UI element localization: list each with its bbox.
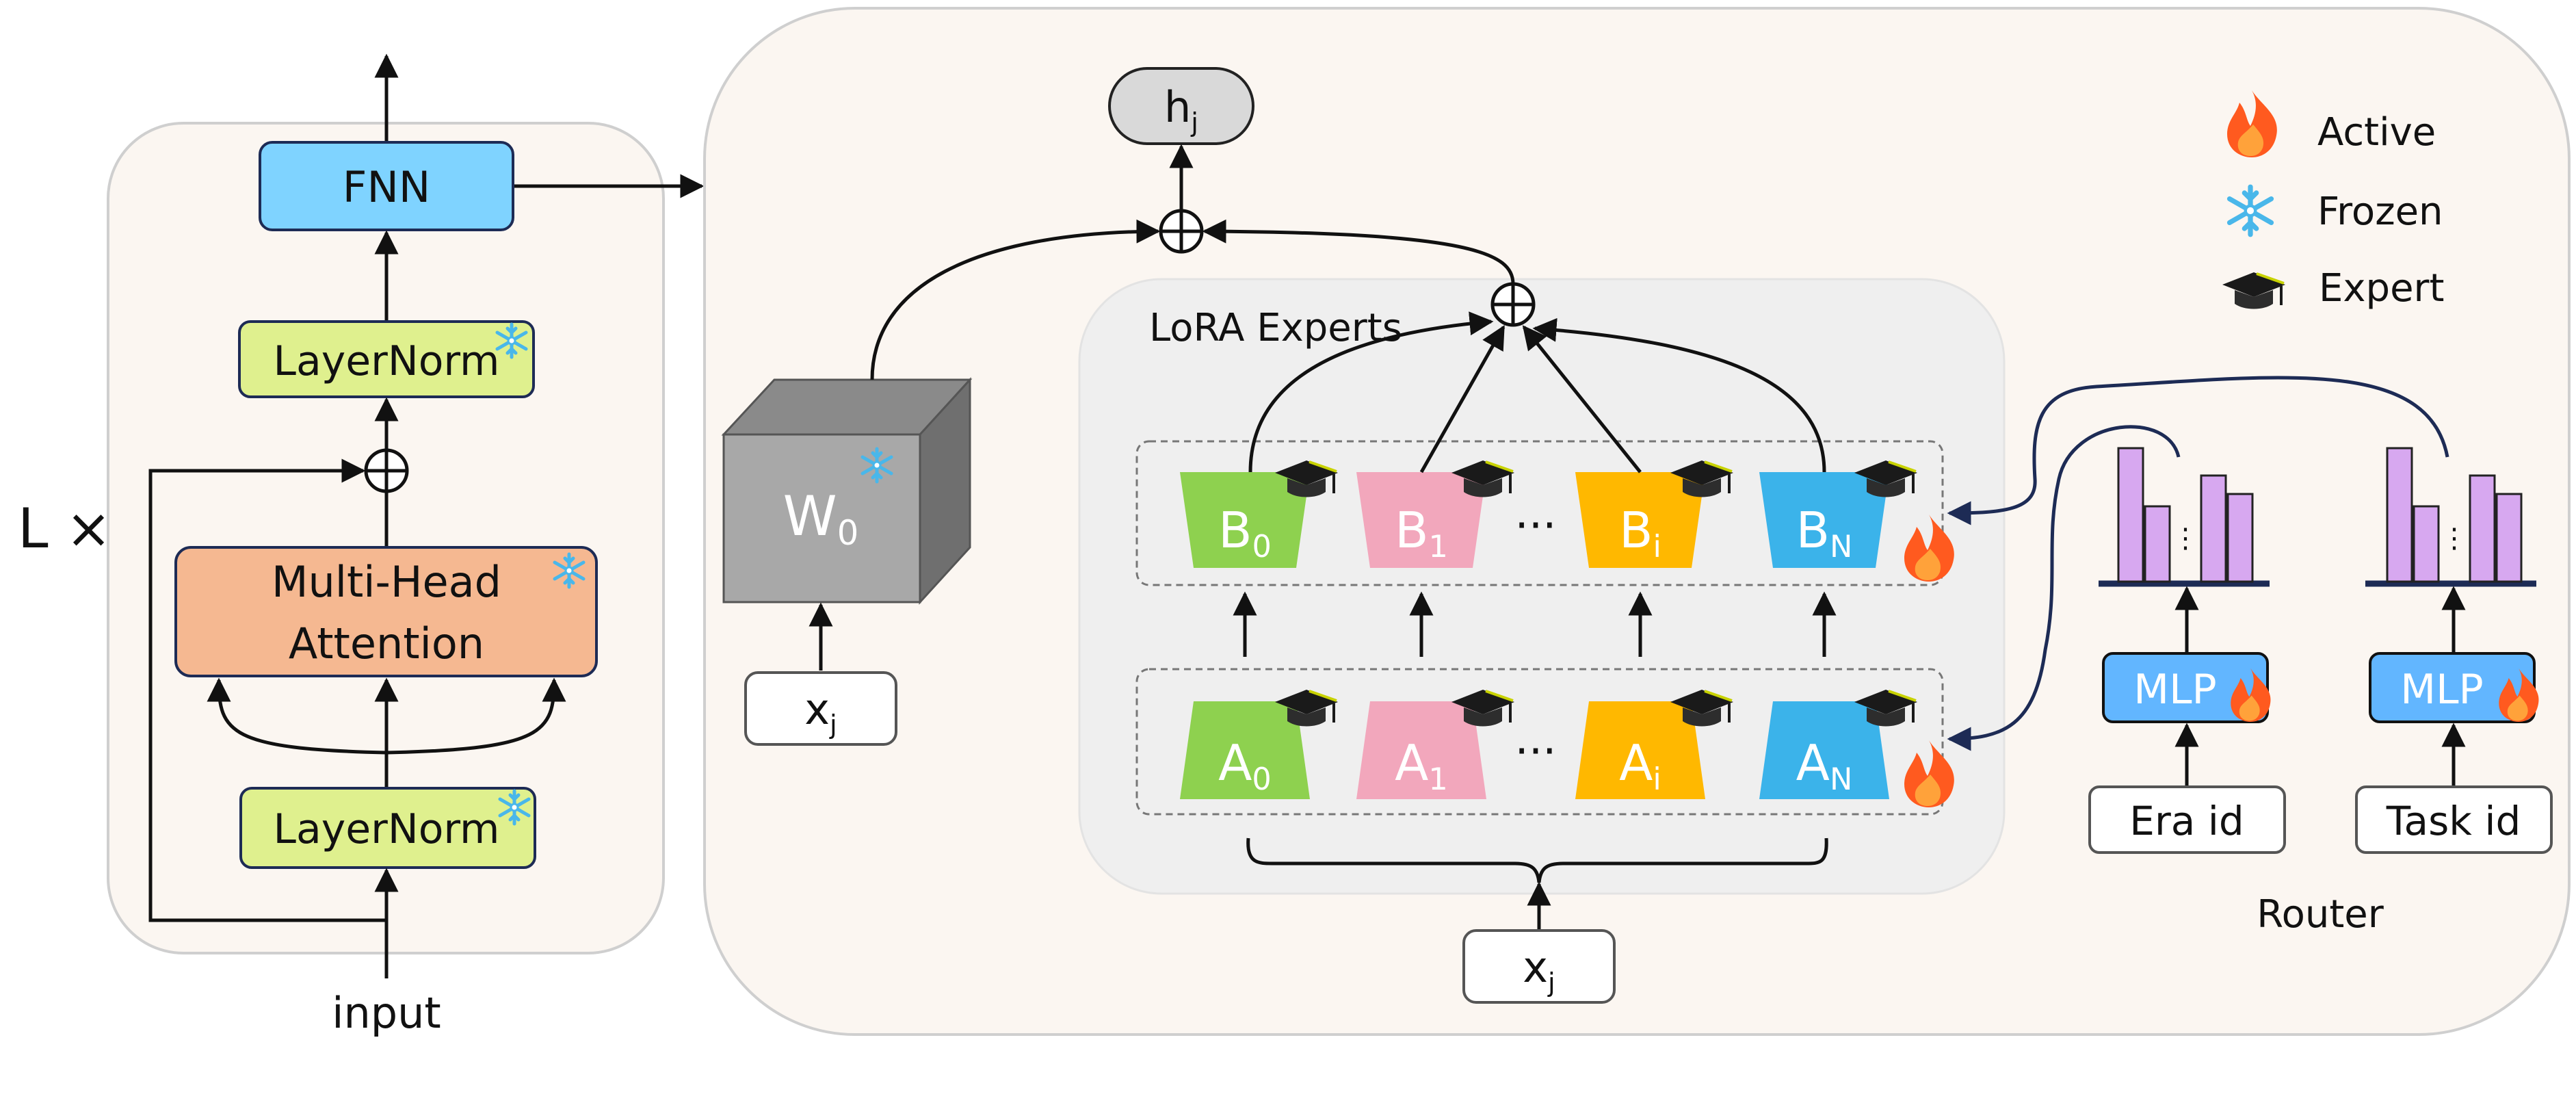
- expert-b0-label: B0: [1218, 502, 1272, 564]
- expert-b1-label: B1: [1395, 502, 1448, 564]
- task-bar: [2413, 505, 2440, 583]
- era-bar: [2144, 505, 2171, 583]
- era-mlp-label: MLP: [2133, 666, 2216, 714]
- expert-a0: A0: [1180, 688, 1339, 799]
- attention-label-line2: Attention: [289, 619, 484, 668]
- output-h-j-label: hj: [1164, 82, 1198, 138]
- era-bar: [2200, 474, 2227, 583]
- task-router-distribution: ⋮: [2365, 447, 2536, 587]
- legend-expert-label: Expert: [2319, 266, 2445, 311]
- legend-frozen-label: Frozen: [2317, 190, 2443, 234]
- expert-ai: Ai: [1575, 688, 1735, 799]
- task-bars-dots: ⋮: [2441, 523, 2468, 554]
- legend: Active Frozen Expert: [2221, 90, 2445, 311]
- expert-a0-label: A0: [1218, 734, 1272, 797]
- input-x-j-bottom: [1462, 929, 1616, 1004]
- router-label: Router: [2257, 892, 2384, 937]
- era-mlp-box: [2102, 652, 2269, 723]
- layernorm-top-label: LayerNorm: [274, 337, 500, 385]
- task-id-label: Task id: [2386, 798, 2521, 844]
- repeat-label: L ×: [18, 497, 111, 560]
- task-mlp-label: MLP: [2400, 666, 2483, 714]
- expert-bn: BN: [1759, 459, 1919, 568]
- legend-active-label: Active: [2317, 110, 2436, 155]
- a-row-ellipsis: ···: [1514, 727, 1556, 777]
- frozen-weight-w0: W0: [721, 377, 973, 605]
- expert-bi-label: Bi: [1619, 502, 1661, 564]
- router: ⋮ ⋮ MLP MLP Era id Task id Ro: [1947, 376, 2553, 937]
- input-x-j-bottom-label: xj: [1523, 942, 1555, 998]
- fnn-box: [259, 141, 514, 231]
- era-bar: [2226, 493, 2254, 583]
- output-h-j: [1108, 67, 1254, 145]
- lora-experts-panel: [1078, 278, 2006, 895]
- era-router-distribution: ⋮: [2099, 447, 2270, 587]
- b-row-ellipsis: ···: [1514, 501, 1556, 551]
- transformer-arrows: [148, 53, 705, 978]
- b-experts-row: [1135, 440, 1944, 586]
- input-label: input: [332, 988, 441, 1038]
- expert-an: AN: [1759, 688, 1919, 799]
- layernorm-top-box: [238, 320, 535, 398]
- lora-experts-label: LoRA Experts: [1149, 306, 1402, 350]
- expert-a1: A1: [1356, 688, 1516, 799]
- task-id-box: [2355, 785, 2553, 854]
- expert-b1: B1: [1356, 459, 1516, 568]
- task-bar: [2469, 474, 2496, 583]
- task-bar: [2495, 493, 2523, 583]
- expert-an-label: AN: [1796, 734, 1853, 797]
- era-id-box: [2088, 785, 2286, 854]
- task-bar: [2386, 447, 2413, 583]
- era-bar: [2117, 447, 2144, 583]
- expert-b0: B0: [1180, 459, 1339, 568]
- fnn-label: FNN: [343, 162, 430, 212]
- input-x-j-left-label: xj: [804, 684, 837, 740]
- transformer-block: L × FNN LayerNorm Multi-Head Attention L…: [18, 53, 705, 1038]
- attention-label-line1: Multi-Head: [272, 557, 501, 607]
- input-x-j-left: [744, 671, 897, 746]
- expert-ai-label: Ai: [1619, 734, 1661, 797]
- layernorm-bottom-box: [239, 787, 536, 869]
- layernorm-bottom-label: LayerNorm: [274, 805, 500, 853]
- expert-a1-label: A1: [1395, 734, 1448, 797]
- a-experts-row: [1135, 668, 1944, 816]
- expert-bi: Bi: [1575, 459, 1735, 568]
- lora-moe-panel: hj W0 xj LoRA Experts B0: [703, 7, 2571, 1036]
- weight-w0-label: W0: [783, 484, 859, 553]
- router-arrows: [2174, 586, 2466, 785]
- era-id-label: Era id: [2129, 798, 2244, 844]
- expert-bn-label: BN: [1796, 502, 1853, 564]
- multi-head-attention-box: [174, 546, 598, 677]
- era-bars-dots: ⋮: [2172, 523, 2199, 554]
- lora-arrows: [809, 144, 1837, 929]
- router-gating-arrows: [1947, 376, 2449, 751]
